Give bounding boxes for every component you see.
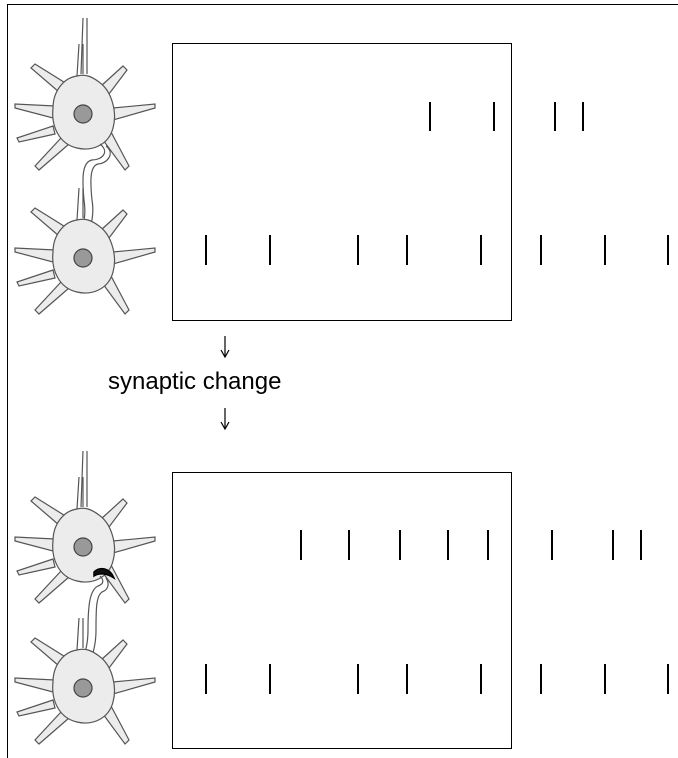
postsynaptic-neuron-icon: [14, 617, 156, 745]
presynaptic-spike-train: [429, 102, 584, 131]
synapse-contact-icon: [93, 567, 116, 580]
presynaptic-neuron-icon: [14, 17, 156, 171]
postsynaptic-neuron-icon: [14, 187, 156, 315]
presynaptic-neuron-icon: [14, 450, 156, 604]
down-arrow-icon: [220, 336, 230, 359]
nucleus-icon: [73, 537, 93, 557]
presynaptic-spike-train: [300, 530, 642, 560]
recording-window: [172, 43, 512, 321]
synaptic-change-caption: synaptic change: [108, 368, 282, 395]
down-arrow-icon: [220, 408, 230, 431]
postsynaptic-spike-train: [205, 664, 669, 694]
panel-before: [14, 17, 669, 321]
nucleus-icon: [73, 678, 93, 698]
nucleus-icon: [73, 104, 93, 124]
nucleus-icon: [73, 248, 93, 268]
axon-icon: [81, 143, 111, 227]
axon-icon: [83, 575, 109, 657]
panel-after: [14, 450, 669, 749]
recording-window: [172, 472, 512, 749]
postsynaptic-spike-train: [205, 235, 669, 265]
